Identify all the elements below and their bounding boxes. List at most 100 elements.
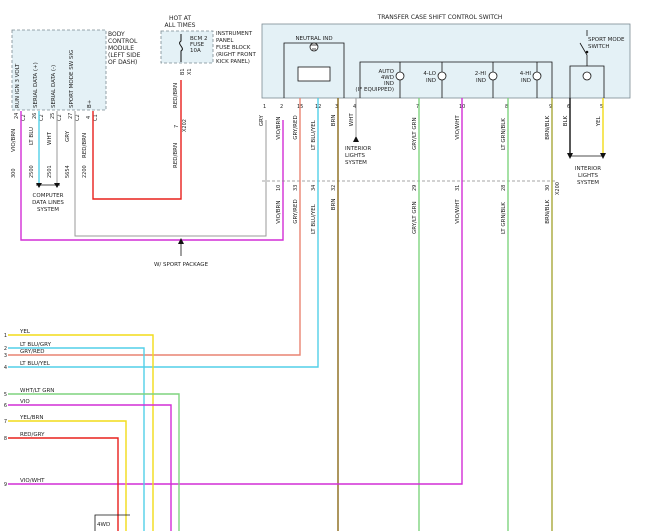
all-times-label: ALL TIMES — [165, 22, 196, 29]
switch-pin-lower-wire-color: VIO/BRN — [276, 201, 282, 224]
auto-4wd-label-4: (IF EQUIPPED) — [355, 87, 394, 93]
wire-lt-blu-yel — [8, 98, 319, 368]
fuse-block-title-5: KICK PANEL) — [216, 59, 250, 65]
bcm-title-3: MODULE — [108, 45, 134, 52]
left-wire-num: 3 — [4, 353, 7, 359]
switch-pin-num: 4 — [353, 104, 356, 110]
left-wire-color: GRY/RED — [20, 349, 44, 355]
bcm-wire-color-1: VIO/BRN — [11, 129, 17, 152]
body-control-module: BODY CONTROL MODULE (LEFT SIDE OF DASH) … — [11, 29, 141, 178]
fuse-symbol — [179, 34, 183, 62]
wire-yel-left — [8, 334, 154, 531]
switch-pin-bottom-num: 10 — [276, 185, 282, 191]
switch-pin-wire-color: GRY/LT GRN — [412, 117, 418, 150]
left-wire-num: 4 — [4, 365, 7, 371]
switch-pin-bottom-num: 30 — [545, 185, 551, 191]
left-wire-num: 1 — [4, 333, 7, 339]
neutral-ind-lamp — [309, 42, 319, 52]
2hi-lamp — [488, 71, 498, 81]
switch-pin-num: 1 — [263, 104, 266, 110]
2hi-label-2: IND — [476, 78, 486, 84]
bcm-title-2: CONTROL — [108, 38, 138, 45]
bcm-pin-num-5: 4 — [86, 116, 92, 119]
switch-pin-lower-wire-color: BRN — [331, 198, 337, 210]
sport-package-marker: W/ SPORT PACKAGE — [154, 238, 209, 268]
left-side-wires — [8, 334, 180, 531]
bcm-wires — [20, 80, 284, 241]
bcm-circuit-5: 2200 — [82, 165, 88, 178]
interior-lights-1: INTERIOR LIGHTS SYSTEM — [345, 136, 371, 166]
sport-mode-label-1: SPORT MODE — [588, 37, 625, 43]
sport-mode-pivot — [585, 50, 589, 54]
bcm-title-5: OF DASH) — [108, 59, 137, 66]
switch-pin-num: 3 — [335, 104, 338, 110]
left-wire-color: YEL — [19, 329, 31, 335]
switch-pin-wire-color: GRY/RED — [293, 115, 299, 139]
sport-mode-contact — [569, 30, 605, 98]
switch-pin-num: 9 — [549, 104, 552, 110]
switch-pin-wire-color: LT BLU/YEL — [311, 119, 317, 150]
fourwd-box-outline — [94, 514, 130, 531]
wire-vio-brn-bcm — [20, 111, 284, 241]
switch-pin-wire-color: BRN/BLK — [545, 115, 551, 139]
fourwd-label: 4WD — [97, 522, 110, 528]
neutral-ind-switch-box — [297, 66, 331, 82]
auto-4wd-label-1: AUTO — [379, 69, 395, 75]
left-wire-color: LT BLU/GRY — [20, 342, 52, 348]
bcm-wire-color-2: LT BLU — [29, 127, 35, 145]
interior-lights-arrow-1 — [353, 136, 359, 142]
interior-lights-1-label-2: LIGHTS — [345, 153, 365, 159]
sport-package-arrow — [178, 238, 184, 244]
4hi-label-1: 4-HI — [520, 71, 532, 77]
switch-pin-lower-wire-color: LT GRN/BLK — [501, 202, 507, 234]
left-wire-color: RED/GRY — [20, 432, 45, 438]
interior-lights-2: INTERIOR LIGHTS SYSTEM — [567, 153, 606, 186]
bcm-title-4: (LEFT SIDE — [108, 52, 141, 59]
left-wire-num: 5 — [4, 392, 7, 398]
bcm-pin-label-3: SERIAL DATA (-) — [51, 65, 57, 108]
neutral-inner-frame — [283, 42, 345, 98]
sport-mode-label-2: SWITCH — [588, 44, 610, 50]
bcm-circuit-2: 2500 — [29, 165, 35, 178]
fuse-pin-top: B1 — [180, 68, 186, 75]
auto-4wd-label-3: IND — [384, 81, 394, 87]
interior-lights-2-label-1: INTERIOR — [575, 166, 601, 172]
x200-label: X200 — [555, 182, 561, 195]
computer-data-label-1: COMPUTER — [33, 193, 64, 199]
hot-at-label: HOT AT — [169, 15, 191, 22]
switch-title: TRANSFER CASE SHIFT CONTROL SWITCH — [377, 14, 503, 21]
switch-pin-wire-color: WHT — [349, 113, 355, 127]
switch-pin-num: 6 — [567, 104, 570, 110]
indicator-bus — [359, 61, 553, 98]
fuse-block-title-3: FUSE BLOCK — [216, 45, 251, 51]
left-wire-num: 7 — [4, 419, 7, 425]
4lo-label-1: 4-LO — [423, 71, 436, 77]
switch-pin-wire-color: BRN — [331, 114, 337, 126]
bcm-pin-conn-4: C2 — [75, 114, 81, 121]
left-wire-num: 8 — [4, 436, 7, 442]
bcm-box — [11, 29, 107, 111]
left-wire-color: YEL/BRN — [19, 415, 43, 421]
bcm-pin-conn-3: C2 — [57, 114, 63, 121]
switch-pin-lower-wire-color: LT BLU/YEL — [311, 203, 317, 234]
4lo-indicator: 4-LO IND — [423, 71, 447, 84]
bcm-circuit-3: 2501 — [47, 165, 53, 178]
interior-lights-1-label-1: INTERIOR — [345, 146, 371, 152]
switch-pin-num: 8 — [505, 104, 508, 110]
2hi-indicator: 2-HI IND — [475, 71, 498, 84]
switch-pin-wire-color: BLK — [563, 115, 569, 126]
bcm-wire-color-3: WHT — [47, 131, 53, 145]
wire-yel-brn-left — [8, 420, 127, 531]
wire-wht-lt-grn-left — [8, 393, 180, 531]
data-arrow-1 — [36, 183, 42, 188]
fuse-wire-bottom: RED/BRN — [173, 143, 179, 168]
left-wire-color: WHT/LT GRN — [20, 388, 54, 394]
interior-lights-2-label-3: SYSTEM — [577, 180, 599, 186]
wire-vio-left — [8, 404, 172, 531]
bcm-title-1: BODY — [108, 31, 125, 38]
bcm-pin-num-2: 26 — [32, 113, 38, 119]
sport-mode-lamp — [582, 71, 592, 81]
bcm-wire-color-5: RED/BRN — [82, 133, 88, 158]
